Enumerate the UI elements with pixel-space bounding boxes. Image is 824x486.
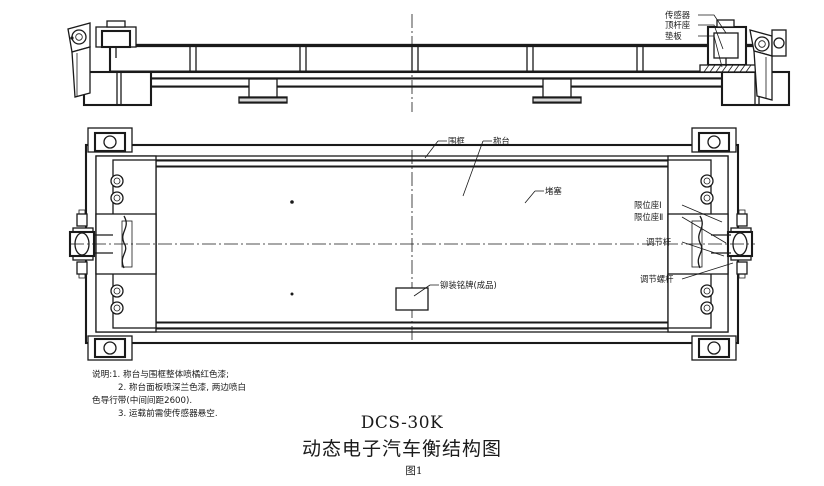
plan-nameplate-block <box>395 287 429 311</box>
callout-label-limit-seat-1: 限位座Ⅰ <box>634 200 662 210</box>
note-line-1: 说明:1. 称台与围框整体喷橘红色漆; <box>92 368 229 380</box>
elevation-right-end-assembly <box>699 19 791 107</box>
note-line-4: 3. 运载前需使传感器悬空. <box>118 407 218 419</box>
callout-label-frame: 围框 <box>448 136 465 146</box>
callout-label-backing-plate: 垫板 <box>665 31 682 41</box>
drawing-model-label: DCS-30K <box>361 413 443 433</box>
callout-label-weighing-platform: 称台 <box>493 136 510 146</box>
elevation-lower-rail <box>107 77 769 88</box>
plan-left-end-assembly <box>68 155 157 333</box>
note-line-3: 色导行带(中间间距2600). <box>92 394 192 406</box>
callout-label-sensor: 传感器 <box>665 10 691 20</box>
plan-view <box>68 127 755 361</box>
plan-corner-blocks <box>87 127 737 361</box>
elevation-deck <box>108 43 767 74</box>
plan-reference-dot-lower <box>290 292 294 296</box>
title-block: DCS-30K 动态电子汽车衡结构图 图1 <box>302 413 502 477</box>
plan-reference-dot-upper <box>290 200 294 204</box>
figure-number-label: 图1 <box>405 465 422 477</box>
callout-label-adjust-rod: 调节杆 <box>646 237 672 247</box>
callout-label-limit-seat-2: 限位座Ⅱ <box>634 212 663 222</box>
callout-label-plug: 堵塞 <box>545 186 562 196</box>
elevation-support-right <box>532 78 582 104</box>
notes-block: 说明:1. 称台与围框整体喷橘红色漆; 2. 称台面板喷深兰色漆, 两边喷白 色… <box>92 368 246 419</box>
callout-label-jack-seat: 顶杆座 <box>665 20 690 30</box>
note-line-2: 2. 称台面板喷深兰色漆, 两边喷白 <box>118 381 246 393</box>
callout-label-adjust-screw: 调节螺杆 <box>640 274 674 284</box>
plan-callout-leaders <box>413 140 734 297</box>
plan-left-bolts <box>110 174 124 315</box>
elevation-view <box>67 14 791 112</box>
drawing-title-label: 动态电子汽车衡结构图 <box>302 438 502 460</box>
elevation-callout-leaders <box>698 14 727 68</box>
callout-label-nameplate: 铆装铭牌(成品) <box>440 280 497 290</box>
elevation-support-left <box>238 78 288 104</box>
plan-right-bolts <box>700 174 714 315</box>
elevation-left-end-assembly <box>67 20 153 107</box>
